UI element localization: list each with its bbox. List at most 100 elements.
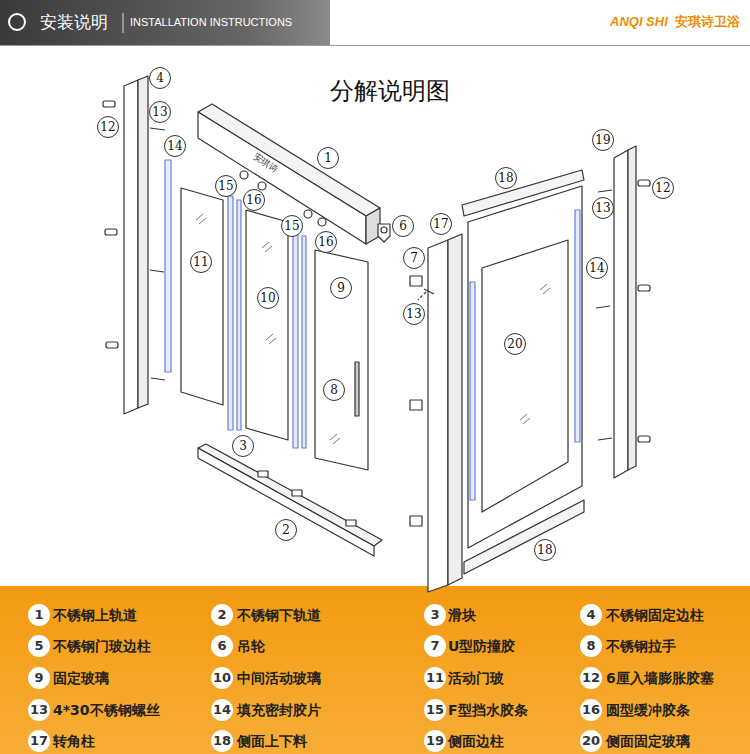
roller — [304, 210, 312, 218]
legend-number: 17 — [28, 730, 50, 752]
legend-text: U型防撞胶 — [448, 635, 515, 657]
callout-number: 4 — [149, 67, 171, 89]
legend-text: 侧面固定玻璃 — [606, 730, 690, 752]
bottom-rail — [198, 444, 382, 546]
legend-number: 10 — [211, 667, 233, 689]
callout-number: 12 — [97, 116, 119, 138]
callout-number: 7 — [403, 247, 425, 269]
side-column — [614, 150, 628, 478]
seal-strip — [470, 282, 475, 500]
diagram-title: 分解说明图 — [330, 76, 450, 106]
legend-text: 转角柱 — [53, 730, 95, 752]
callout-number: 13 — [149, 101, 171, 123]
screw — [596, 306, 610, 308]
legend-text: 活动门玻 — [448, 667, 504, 689]
callout-number: 8 — [323, 379, 345, 401]
legend-number: 4 — [580, 604, 602, 626]
hanging-wheel — [378, 224, 390, 242]
legend-text: 不锈钢下轨道 — [237, 604, 321, 626]
legend-number: 1 — [28, 604, 50, 626]
u-bumper — [410, 276, 422, 286]
slider — [258, 471, 268, 477]
f-strip — [228, 196, 233, 430]
legend-number: 7 — [424, 635, 446, 657]
callout-number: 9 — [330, 277, 352, 299]
seal-strip — [575, 210, 580, 442]
legend-text: 不锈钢门玻边柱 — [53, 635, 151, 657]
wall-plug — [638, 180, 650, 186]
assembly-guide — [418, 292, 426, 300]
legend-text: 中间活动玻璃 — [237, 667, 321, 689]
slider — [346, 520, 356, 526]
callout-number: 15 — [281, 215, 303, 237]
legend-text: 侧面边柱 — [448, 730, 504, 752]
fixed-column — [124, 80, 138, 414]
callout-number: 17 — [430, 213, 452, 235]
legend-number: 16 — [580, 699, 602, 721]
legend-number: 14 — [211, 699, 233, 721]
callout-number: 15 — [215, 175, 237, 197]
screw — [151, 378, 165, 380]
callout-number: 20 — [504, 333, 526, 355]
header-rule — [0, 45, 750, 46]
side-glass-frame — [468, 186, 582, 548]
side-top-rail — [462, 170, 584, 216]
legend-number: 2 — [211, 604, 233, 626]
wall-plug — [638, 436, 650, 442]
door-glass — [181, 188, 223, 405]
callout-number: 12 — [652, 177, 674, 199]
legend-number: 19 — [424, 730, 446, 752]
slider — [292, 490, 302, 496]
legend-band — [0, 586, 750, 754]
roller — [318, 218, 326, 226]
legend-number: 3 — [424, 604, 446, 626]
legend-number: 8 — [580, 635, 602, 657]
header-separator — [123, 13, 124, 33]
legend-text: F型挡水胶条 — [448, 699, 528, 721]
legend-text: 4*30不锈钢螺丝 — [53, 699, 160, 721]
legend-text: 填充密封胶片 — [237, 699, 321, 721]
fixed-glass — [315, 250, 368, 470]
screw — [150, 270, 164, 272]
wall-plug — [638, 285, 650, 291]
legend-number: 9 — [28, 667, 50, 689]
callout-number: 6 — [392, 215, 414, 237]
screw — [424, 289, 434, 294]
brand-latin: ANQI SHI — [610, 13, 668, 31]
callout-number: 13 — [403, 303, 425, 325]
glass-reflections — [196, 214, 550, 444]
legend-number: 11 — [424, 667, 446, 689]
bottom-rail-front — [198, 448, 374, 556]
header-title: 安装说明 — [40, 11, 108, 33]
callout-number: 16 — [243, 189, 265, 211]
legend-text: 侧面上下料 — [237, 730, 307, 752]
seal-strip — [165, 160, 171, 372]
header-icon — [9, 14, 25, 30]
u-bumper — [410, 516, 422, 526]
callout-number: 14 — [586, 257, 608, 279]
fixed-column-side — [138, 76, 148, 408]
corner-column-side — [448, 234, 462, 585]
u-bumper — [410, 400, 422, 410]
screw — [150, 128, 165, 130]
callout-number: 18 — [495, 167, 517, 189]
brand-chinese: 安琪诗卫浴 — [675, 13, 740, 31]
legend-number: 12 — [580, 667, 602, 689]
hanging-wheel-hub — [381, 227, 387, 233]
callout-number: 18 — [534, 539, 556, 561]
legend-number: 20 — [580, 730, 602, 752]
callout-number: 3 — [232, 435, 254, 457]
legend-number: 18 — [211, 730, 233, 752]
legend-number: 6 — [211, 635, 233, 657]
side-column-side — [628, 146, 636, 470]
callout-number: 19 — [592, 129, 614, 151]
legend-text: 6厘入墙膨胀胶塞 — [606, 667, 714, 689]
wall-plug — [106, 342, 118, 348]
top-rail — [198, 104, 380, 216]
screw — [598, 438, 612, 440]
callout-number: 2 — [275, 519, 297, 541]
legend-text: 不锈钢固定边柱 — [606, 604, 704, 626]
legend-number: 15 — [424, 699, 446, 721]
roller — [240, 171, 248, 179]
